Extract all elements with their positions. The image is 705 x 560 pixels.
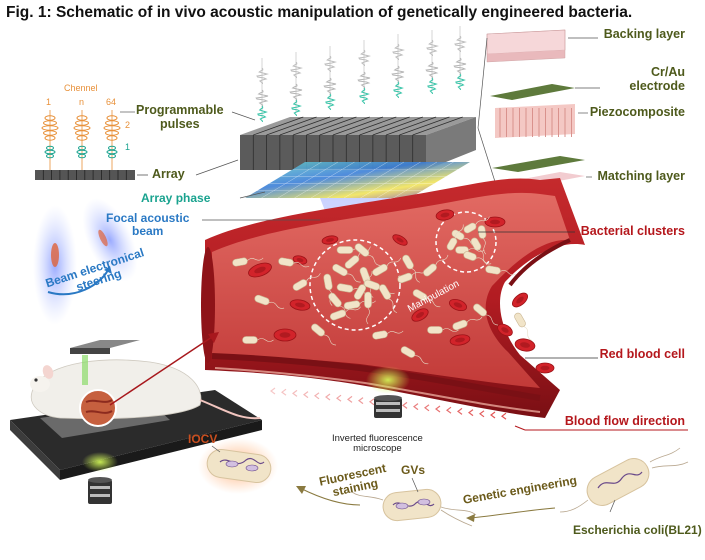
microscope-line2: microscope — [353, 443, 402, 455]
array-phase-label: Array phase — [141, 191, 211, 205]
red-blood-cell-label: Red blood cell — [599, 347, 685, 361]
gvs-label: GVs — [401, 463, 426, 477]
channel-label-64: 64 — [106, 97, 117, 107]
focal-line1: Focal acoustic — [106, 211, 190, 225]
electrode-label-line2: electrode — [629, 78, 685, 93]
mini-array-over-mouse — [70, 340, 140, 385]
gv-bacterium — [351, 488, 477, 527]
array-label: Array — [152, 167, 185, 181]
red-blood-cells — [248, 209, 555, 374]
programmable-pulses-label: Programmable pulses — [136, 103, 224, 132]
iocv-label: IOCV — [188, 432, 218, 446]
figure-title: Fig. 1: Schematic of in vivo acoustic ma… — [6, 4, 633, 21]
microscope-line1: Inverted fluorescence — [332, 433, 423, 444]
bacterial-clusters-label: Bacterial clusters — [580, 224, 685, 238]
channel-label-1: 1 — [46, 97, 52, 107]
backing-layer-label: Backing layer — [603, 27, 685, 41]
mouse-objective — [82, 452, 118, 504]
bacterial-cluster-left — [309, 239, 401, 331]
electrode-label: Cr/Au electrode — [629, 65, 685, 94]
iocv-bacterium — [198, 438, 278, 494]
focal-acoustic-beam-label: Focal acoustic beam — [106, 211, 190, 239]
mini-array — [35, 170, 135, 180]
backing-layer-block — [486, 29, 566, 63]
channel-level-2: 2 — [125, 120, 131, 130]
focal-line2: beam — [132, 224, 164, 239]
piezocomposite-label: Piezocomposite — [589, 105, 685, 119]
ecoli-label: Escherichia coli(BL21) — [573, 523, 702, 537]
inverted-microscope-objective — [366, 366, 410, 418]
programmable-line2: pulses — [159, 116, 200, 131]
beam-steering-illustration — [33, 198, 138, 325]
bacterial-cluster-right — [435, 211, 497, 273]
channel-level-1: 1 — [125, 142, 131, 152]
blood-flow-direction-label: Blood flow direction — [564, 414, 685, 428]
electrode-label-line1: Cr/Au — [650, 65, 685, 79]
ecoli-bacterium — [559, 447, 689, 513]
electrode-layer-block — [490, 84, 575, 100]
programmable-line1: Programmable — [136, 103, 224, 117]
channel-title: Chennel — [64, 83, 98, 93]
matching-layer-label: Matching layer — [597, 169, 685, 183]
programmable-pulse-waveforms — [255, 26, 468, 122]
blood-vessel — [201, 178, 585, 418]
bacteria-group — [232, 216, 532, 365]
channel-label-n: n — [79, 97, 85, 107]
mouse-window-zoom — [79, 389, 117, 427]
array-phase-map — [245, 161, 470, 199]
mouse — [30, 359, 261, 427]
piezocomposite-block — [495, 104, 575, 138]
channel-waveform-icons — [41, 110, 121, 170]
array-block — [240, 116, 476, 170]
microscope-label: Inverted fluorescence microscope — [332, 433, 423, 455]
